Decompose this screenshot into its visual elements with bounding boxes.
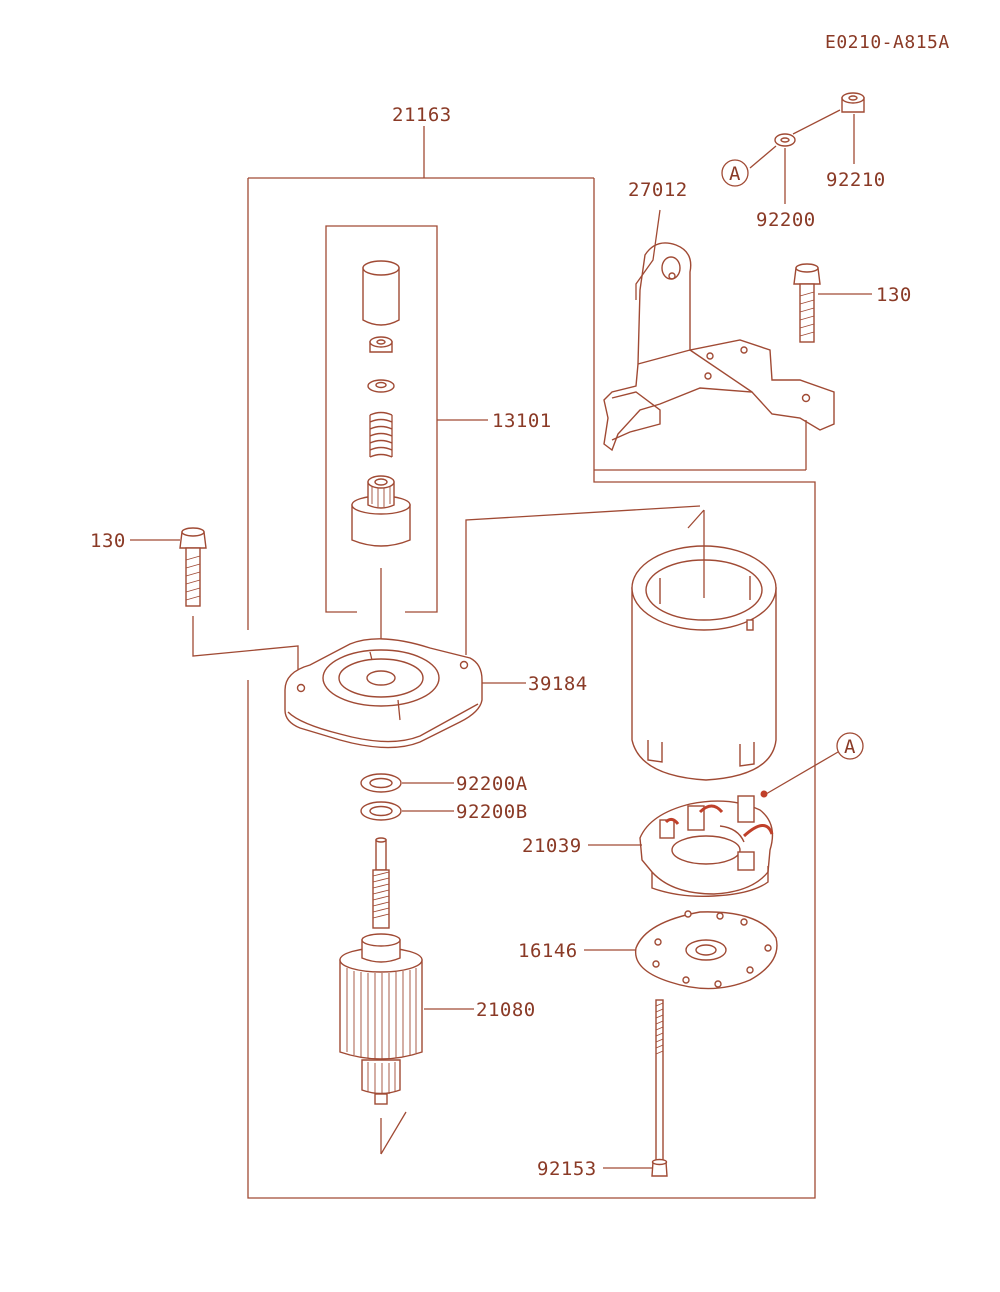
label-21080: 21080	[476, 999, 536, 1021]
pinion-gear	[351, 475, 411, 547]
end-cover-path	[465, 505, 701, 655]
armature	[339, 837, 423, 1105]
brush-holder	[639, 790, 774, 898]
pinion-spring	[369, 411, 393, 458]
label-130-left: 130	[90, 530, 126, 552]
pinion-kit-box	[325, 225, 488, 613]
bolt-right	[793, 263, 821, 343]
label-16146: 16146	[518, 940, 578, 962]
label-130-right: 130	[876, 284, 912, 306]
bracket	[603, 242, 835, 452]
label-39184: 39184	[528, 673, 588, 695]
label-92200B: 92200B	[456, 801, 528, 823]
label-13101: 13101	[492, 410, 552, 432]
bolt-left-path	[192, 616, 299, 686]
washer-92200	[774, 133, 796, 147]
ref-a-mid-text: A	[844, 736, 856, 758]
nut-92210	[841, 92, 865, 113]
label-27012: 27012	[628, 179, 688, 201]
label-92200: 92200	[756, 209, 816, 231]
end-cover	[284, 638, 483, 749]
ref-a-mid-link	[765, 751, 839, 795]
yoke-break-mark	[687, 509, 705, 598]
ref-a-top-text: A	[729, 163, 741, 185]
washer-92200a	[360, 773, 402, 793]
brush-plate	[634, 910, 778, 990]
pinion-nut	[369, 336, 393, 353]
washer-92200b	[360, 801, 402, 821]
pinion-cap	[362, 260, 400, 326]
assembly-outline	[247, 126, 816, 1199]
diagram-code: E0210-A815A	[825, 32, 950, 53]
label-92200A: 92200A	[456, 773, 528, 795]
ref-a-top-link	[749, 145, 777, 169]
label-92210: 92210	[826, 169, 886, 191]
label-92153: 92153	[537, 1158, 597, 1180]
ref-a-top-marker: A	[721, 159, 749, 187]
bolt-left	[179, 527, 207, 607]
label-21163: 21163	[392, 104, 452, 126]
nut-washer-link	[792, 109, 841, 135]
pinion-collar	[367, 379, 395, 393]
bracket-leader	[635, 209, 661, 300]
label-21039: 21039	[522, 835, 582, 857]
through-bolt	[651, 999, 668, 1177]
ref-a-mid-marker: A	[836, 732, 864, 760]
armature-break-mark	[380, 1111, 407, 1155]
